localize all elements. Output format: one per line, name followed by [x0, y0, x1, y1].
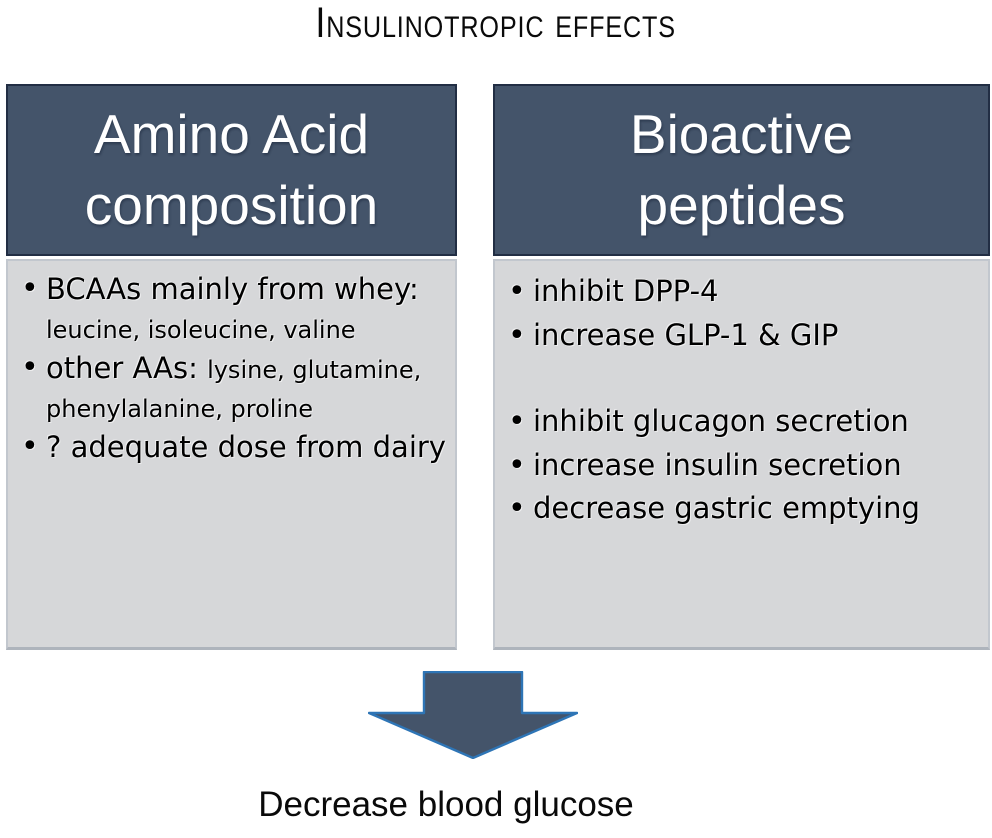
list-item: increase insulin secretion	[507, 443, 986, 487]
list-spacer	[507, 357, 986, 400]
amino-acid-box-header: Amino Acid composition	[6, 84, 457, 256]
bioactive-peptides-box-body: inhibit DPP-4 increase GLP-1 & GIP inhib…	[493, 259, 990, 650]
bullet-lead: BCAAs mainly from whey:	[46, 272, 419, 306]
figure-title-text: Insulinotropic effects	[315, 0, 677, 47]
amino-acid-bullet-list: BCAAs mainly from whey: leucine, isoleuc…	[20, 269, 453, 468]
list-item: decrease gastric emptying	[507, 486, 986, 530]
list-item: inhibit glucagon secretion	[507, 399, 986, 443]
bioactive-peptides-box-header: Bioactive peptides	[493, 84, 990, 256]
bioactive-bullet-list: inhibit DPP-4 increase GLP-1 & GIP inhib…	[507, 269, 986, 530]
figure-title: Insulinotropic effects	[0, 2, 992, 45]
list-item: ? adequate dose from dairy	[20, 427, 453, 468]
bullet-lead: ? adequate dose from dairy	[46, 429, 446, 464]
down-arrow-icon	[368, 671, 578, 759]
list-item: other AAs: lysine, glutamine, phenylalan…	[20, 348, 453, 428]
bullet-detail: lysine, glutamine, phenylalanine, prolin…	[46, 355, 422, 424]
bullet-detail: leucine, isoleucine, valine	[46, 316, 356, 345]
bioactive-peptides-box: Bioactive peptides inhibit DPP-4 increas…	[493, 84, 990, 650]
amino-acid-box-body: BCAAs mainly from whey: leucine, isoleuc…	[6, 259, 457, 650]
amino-acid-box: Amino Acid composition BCAAs mainly from…	[6, 84, 457, 650]
bullet-lead: other AAs:	[46, 350, 198, 385]
list-item: BCAAs mainly from whey: leucine, isoleuc…	[20, 269, 453, 349]
list-item: increase GLP-1 & GIP	[507, 313, 986, 357]
conclusion-caption: Decrease blood glucose	[258, 785, 634, 824]
list-item: inhibit DPP-4	[507, 269, 986, 313]
